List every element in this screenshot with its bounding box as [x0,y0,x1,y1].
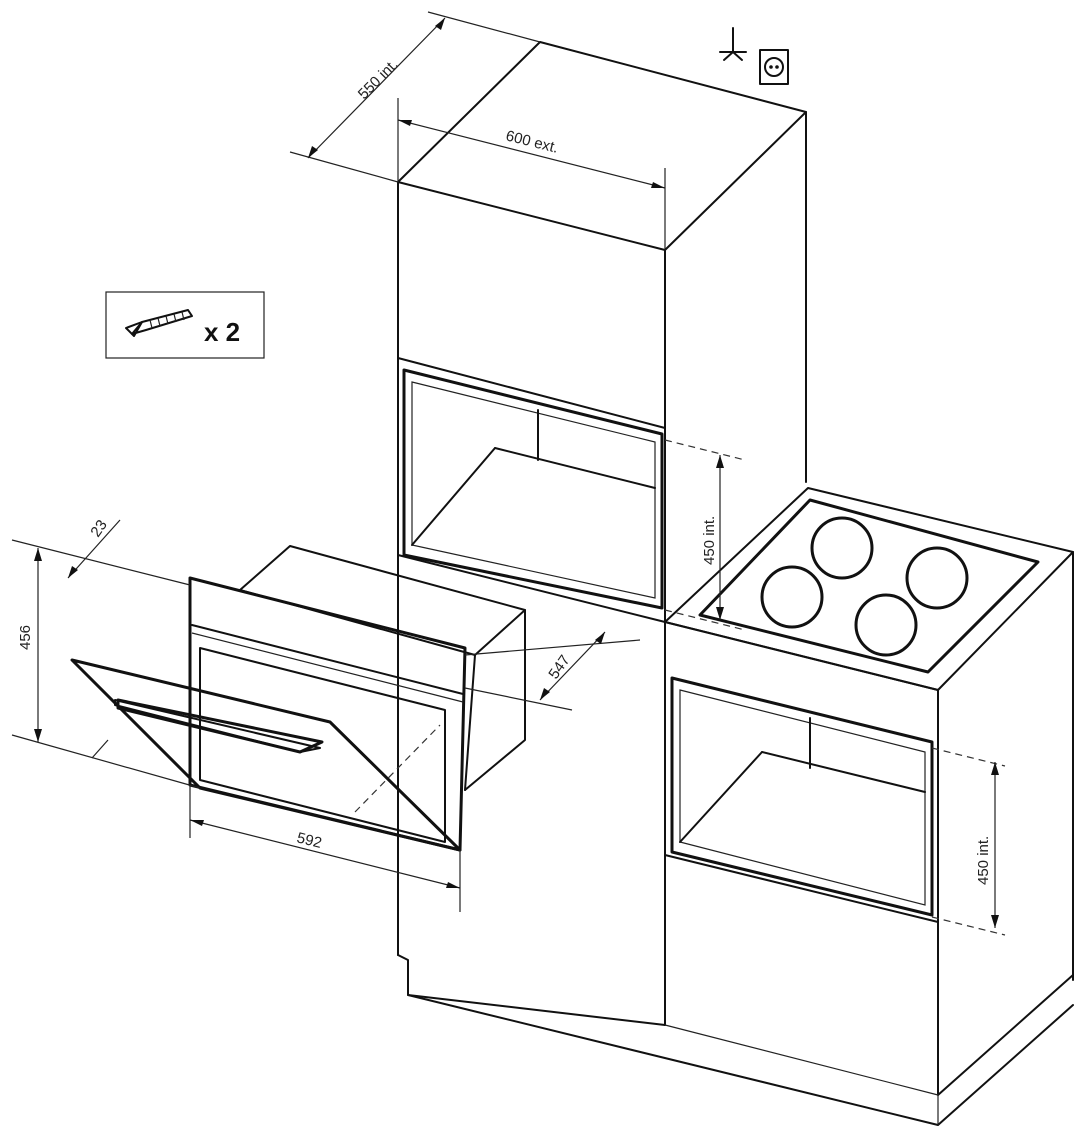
oven-appliance [70,545,526,852]
burner-front-right [854,593,918,657]
burner-back-left [810,516,874,580]
lower-niche [664,676,939,923]
dimension-oven-height: 456 [11,539,201,789]
dimension-door-thickness-label: 23 [87,517,110,540]
screw-icon [125,309,193,337]
tall-cabinet [397,41,807,1026]
accessory-box: x 2 [105,291,265,359]
dimension-oven-width-label: 592 [295,829,323,852]
cooktop [698,498,1040,674]
base-cabinet [664,487,1074,1096]
burner-front-left [760,565,824,629]
accessory-quantity-label: x 2 [204,317,240,347]
plinth [397,954,1074,1126]
ground-symbol-icon [719,27,747,61]
dimension-depth-top-label: 550 int. [355,56,402,103]
dimension-oven-height-label: 456 [17,625,34,650]
dimension-niche-lower-label: 450 int. [975,836,992,885]
dimension-door-thickness: 23 [67,517,121,759]
dimension-width-top-label: 600 ext. [504,127,560,156]
dimension-niche-lower: 450 int. [931,747,1006,936]
dimension-width-top: 600 ext. [397,98,666,250]
dimension-niche-upper: 450 int. [664,439,746,631]
dimension-oven-width: 592 [189,724,461,912]
dimension-oven-depth: 547 [464,631,641,711]
burner-back-right [905,546,969,610]
dimension-oven-depth-label: 547 [545,652,573,682]
power-socket-icon [759,49,789,85]
upper-niche [402,368,664,610]
dimension-niche-upper-label: 450 int. [701,516,718,565]
dimension-depth-top: 550 int. [289,11,541,183]
